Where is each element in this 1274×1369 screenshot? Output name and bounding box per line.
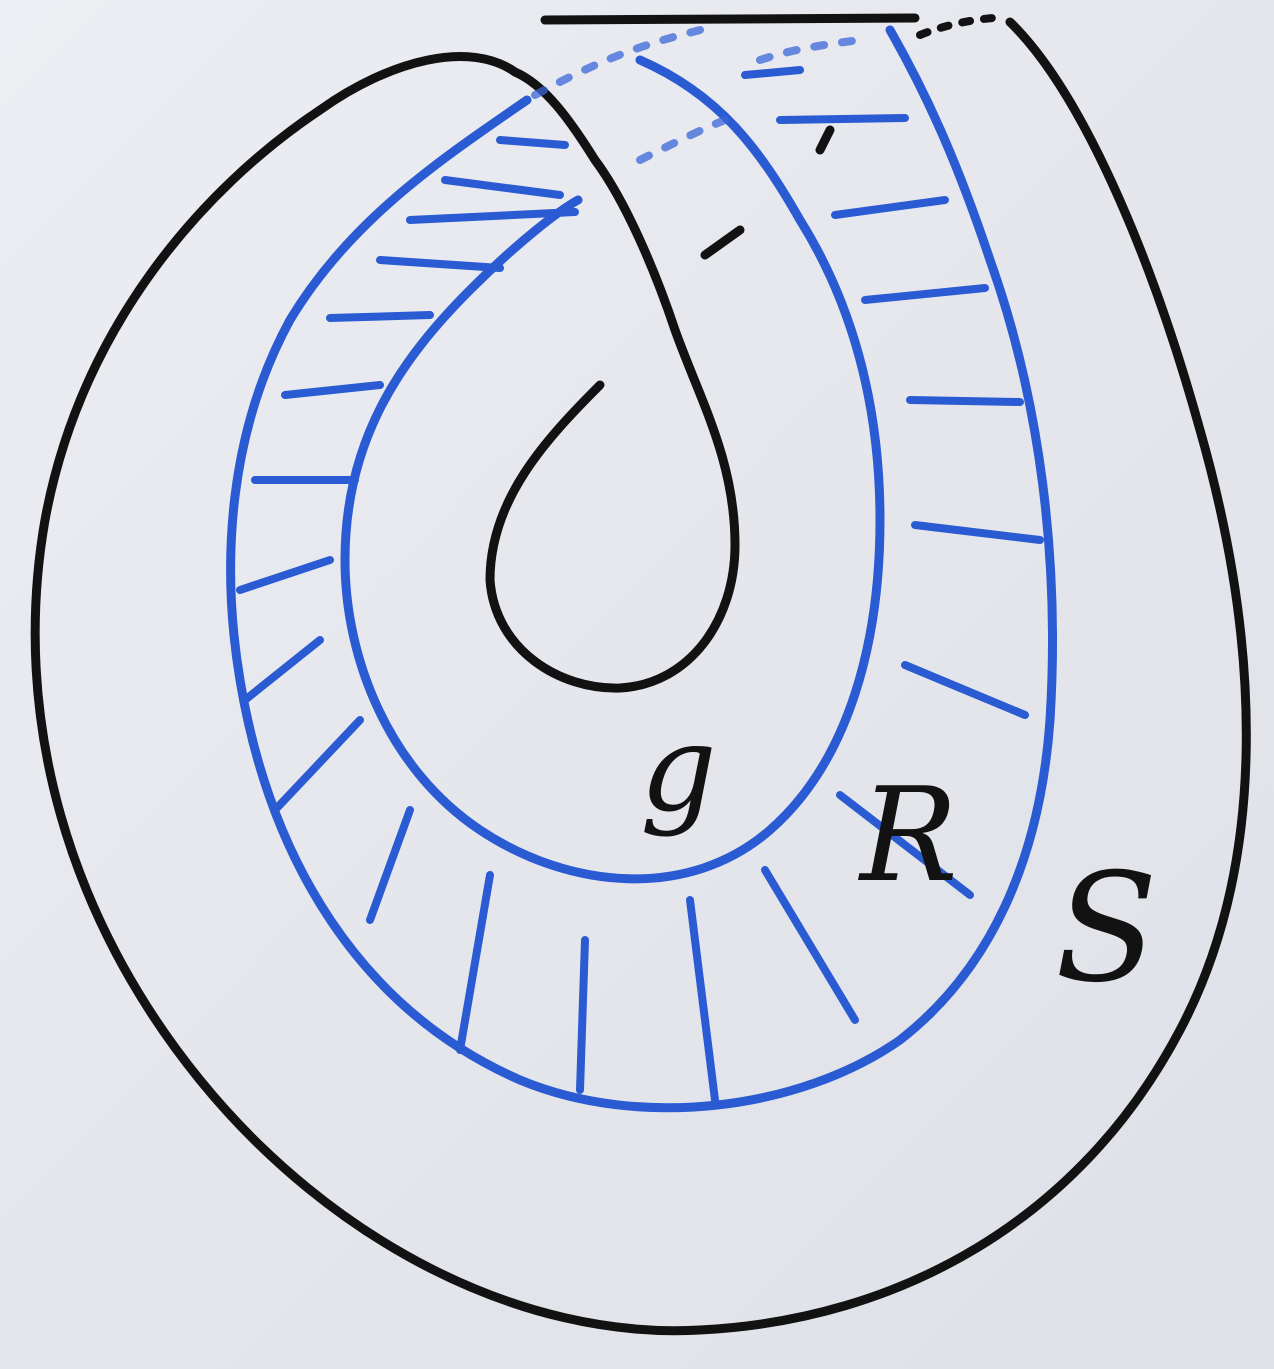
band-r-hidden-edge-1 bbox=[535, 30, 700, 95]
strip-tick-1 bbox=[705, 230, 740, 255]
hatch-mark bbox=[500, 140, 565, 145]
hatch-mark bbox=[285, 385, 380, 395]
hatch-mark bbox=[370, 810, 410, 920]
outer-curve-dotted-end bbox=[920, 18, 993, 35]
hatch-mark bbox=[460, 875, 490, 1050]
hatch-mark bbox=[240, 560, 330, 590]
hatch-mark bbox=[445, 180, 560, 195]
hatch-mark bbox=[580, 940, 585, 1090]
band-r-hidden-edge-2 bbox=[640, 120, 725, 160]
top-edge-line bbox=[545, 18, 915, 20]
inner-curve-g bbox=[490, 72, 735, 688]
hatch-mark bbox=[275, 720, 360, 810]
hatch-mark bbox=[835, 200, 945, 215]
hatch-mark bbox=[330, 315, 430, 318]
hatch-mark bbox=[745, 70, 800, 75]
hatch-mark bbox=[765, 870, 855, 1020]
hatch-mark bbox=[380, 260, 500, 268]
hatch-mark bbox=[905, 665, 1025, 715]
label-g: g bbox=[640, 700, 717, 839]
band-r-hidden-edge-3 bbox=[760, 40, 860, 60]
hatch-mark bbox=[910, 400, 1020, 402]
hatch-mark bbox=[780, 118, 905, 120]
band-r-outer-boundary bbox=[231, 30, 1053, 1108]
hatch-mark bbox=[865, 288, 985, 300]
outer-curve-s bbox=[35, 22, 1246, 1331]
label-s: S bbox=[1055, 842, 1158, 1016]
hatch-mark bbox=[915, 525, 1040, 540]
label-r: R bbox=[858, 759, 958, 911]
hatch-mark bbox=[245, 640, 320, 700]
strip-tick-2 bbox=[820, 130, 830, 150]
hatch-mark bbox=[690, 900, 715, 1100]
